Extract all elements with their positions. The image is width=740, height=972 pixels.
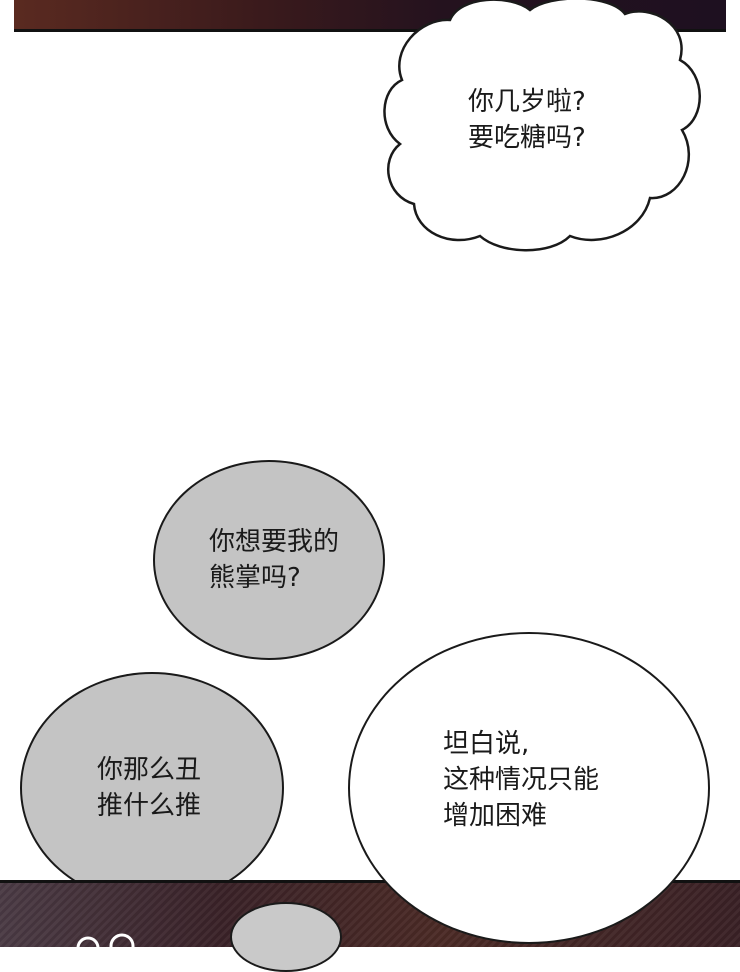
honestly-line-1: 坦白说, [442,729,530,759]
cloud-line-1: 你几岁啦? [468,87,586,117]
cloud-line-2: 要吃糖吗? [468,123,586,153]
bear-paw-line-2: 熊掌吗? [208,563,301,593]
swirl-decoration [76,933,135,947]
bear-paw-bubble: 你想要我的 熊掌吗? [153,460,385,660]
bear-paw-line-1: 你想要我的 [208,527,339,557]
honestly-line-3: 增加困难 [442,801,547,831]
cloud-bubble-text: 你几岁啦? 要吃糖吗? [468,84,586,156]
ugly-bubble: 你那么丑 推什么推 [20,672,284,904]
partial-gray-bubble [230,902,342,972]
honestly-line-2: 这种情况只能 [442,765,599,795]
ugly-line-2: 推什么推 [96,791,201,821]
honestly-bubble: 坦白说, 这种情况只能 增加困难 [348,632,710,944]
ugly-line-1: 你那么丑 [96,755,201,785]
thought-cloud-bubble [383,0,701,252]
